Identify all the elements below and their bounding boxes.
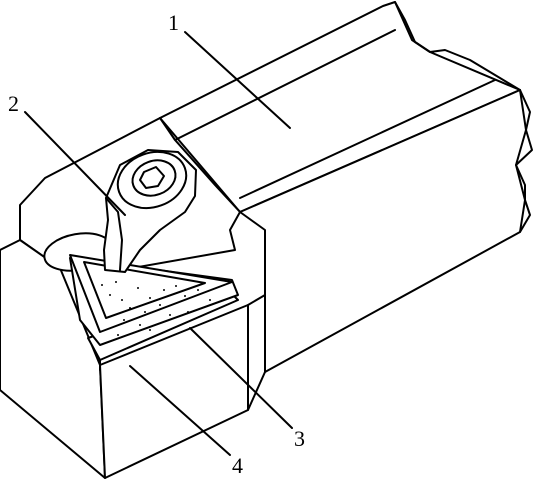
leader-3 bbox=[189, 327, 293, 429]
leader-lines bbox=[24, 31, 293, 456]
cutting-insert bbox=[69, 254, 239, 346]
leader-4 bbox=[129, 365, 231, 456]
leader-2 bbox=[24, 111, 126, 216]
clamp bbox=[103, 149, 197, 273]
insert-texture bbox=[101, 281, 211, 336]
callout-4: 4 bbox=[232, 453, 243, 478]
callout-1: 1 bbox=[168, 10, 179, 35]
callout-3: 3 bbox=[294, 426, 305, 451]
leader-1 bbox=[184, 31, 291, 129]
callout-labels: 1 2 3 4 bbox=[8, 10, 305, 478]
tool-shank bbox=[159, 1, 533, 373]
callout-2: 2 bbox=[8, 91, 19, 116]
